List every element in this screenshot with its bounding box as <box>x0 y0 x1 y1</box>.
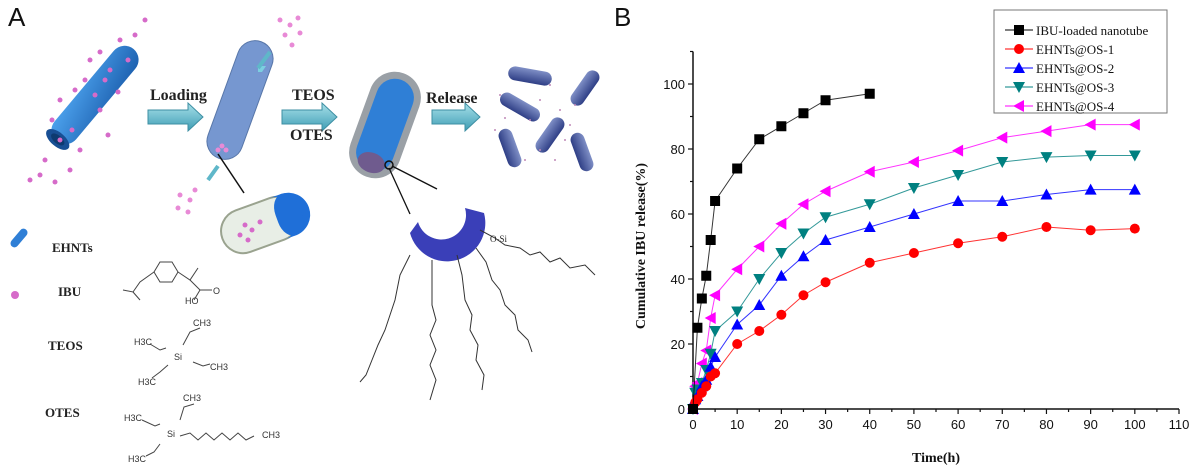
coated-nanotube-icon <box>349 71 438 215</box>
legend-label: EHNTs@OS-3 <box>1036 80 1114 95</box>
legend-item: EHNTs@OS-2 <box>1005 61 1114 76</box>
otes-ch3-label-2: CH3 <box>262 430 280 440</box>
series-ibu-loaded-nanotube <box>688 88 875 414</box>
panel-b-label: B <box>614 2 632 32</box>
panel-a-label: A <box>8 2 26 32</box>
y-tick-label: 60 <box>671 207 685 222</box>
y-axis-label: Cumulative IBU release(%) <box>634 163 649 329</box>
y-tick-label: 20 <box>671 337 685 352</box>
x-tick-label: 60 <box>951 417 965 432</box>
legend-ibu-label: IBU <box>58 284 82 299</box>
x-tick-label: 10 <box>730 417 744 432</box>
legend-label: EHNTs@OS-2 <box>1036 61 1114 76</box>
legend-item: EHNTs@OS-4 <box>1005 99 1115 114</box>
x-tick-label: 30 <box>818 417 832 432</box>
ehnt-rod-icon <box>10 228 28 248</box>
x-tick-label: 40 <box>862 417 876 432</box>
teos-ch3-label: CH3 <box>193 318 211 328</box>
ibu-o-label: O <box>213 286 220 296</box>
otes-structure-icon <box>141 403 255 457</box>
chart-legend: IBU-loaded nanotubeEHNTs@OS-1EHNTs@OS-2E… <box>993 9 1168 114</box>
series-ehnts-os-3 <box>687 150 1141 415</box>
release-chart-panel: 0 10 20 30 40 50 60 70 80 90 100 110 0 20 40 60 80 100 Cu… <box>620 0 1194 470</box>
legend-item: EHNTs@OS-1 <box>1005 42 1114 57</box>
legend-label: EHNTs@OS-1 <box>1036 42 1114 57</box>
otes-ch3-label: CH3 <box>183 393 201 403</box>
teos-si-label: Si <box>174 352 182 362</box>
legend-item: EHNTs@OS-3 <box>1005 80 1114 95</box>
series-ehnts-os-1 <box>688 222 1140 414</box>
y-tick-label: 100 <box>663 77 685 92</box>
legend-teos-label: TEOS <box>48 338 83 353</box>
x-tick-label: 80 <box>1039 417 1053 432</box>
x-tick-label: 50 <box>907 417 921 432</box>
teos-h3c-label: H3C <box>134 337 153 347</box>
released-nanotubes-icon <box>494 66 600 172</box>
step-release-label: Release <box>426 90 478 107</box>
teos-ch3-label-2: CH3 <box>210 362 228 372</box>
series-ehnts-os-2 <box>687 183 1141 414</box>
x-tick-label: 110 <box>1169 417 1190 432</box>
nanotube-with-ibu-icon <box>27 17 148 185</box>
y-tick-label: 80 <box>671 142 685 157</box>
grafted-surface-icon: O-Si <box>359 208 596 401</box>
schematic-legend: EHNTs IBU TEOS OTES <box>10 228 93 420</box>
step-otes-label: OTES <box>290 127 333 144</box>
teos-h3c-label-2: H3C <box>138 377 157 387</box>
capsule-detail-icon <box>220 192 311 255</box>
ibu-dot-icon <box>11 291 19 299</box>
y-tick-label: 0 <box>678 402 685 417</box>
coating-arrow-icon <box>281 101 338 133</box>
chart-plot-area <box>687 88 1141 415</box>
x-tick-label: 70 <box>995 417 1009 432</box>
release-arrow-icon <box>431 101 481 133</box>
chart-axes: 0 10 20 30 40 50 60 70 80 90 100 110 0 20 40 60 80 100 <box>663 50 1190 432</box>
otes-h3c-label: H3C <box>124 413 143 423</box>
otes-h3c-label-2: H3C <box>128 454 147 464</box>
x-tick-label: 100 <box>1124 417 1146 432</box>
x-axis-label: Time(h) <box>912 451 960 466</box>
step-loading-label: Loading <box>150 87 207 104</box>
loading-arrow-icon <box>147 101 204 133</box>
otes-si-label: Si <box>167 429 175 439</box>
legend-otes-label: OTES <box>45 405 80 420</box>
ibu-structure-icon <box>122 261 212 301</box>
legend-ehnts-label: EHNTs <box>52 240 93 255</box>
legend-label: EHNTs@OS-4 <box>1036 99 1115 114</box>
x-tick-label: 0 <box>689 417 696 432</box>
x-tick-label: 90 <box>1083 417 1097 432</box>
legend-label: IBU-loaded nanotube <box>1036 23 1149 38</box>
grafted-group-label: O-Si <box>490 234 508 244</box>
schematic-panel: Loading TEOS OTES <box>10 15 600 464</box>
series-ehnts-os-4 <box>687 118 1140 415</box>
y-tick-label: 40 <box>671 272 685 287</box>
loaded-nanotube-icon <box>175 15 303 215</box>
ibu-oh-label: HO <box>185 296 199 306</box>
x-tick-label: 20 <box>774 417 788 432</box>
legend-item: IBU-loaded nanotube <box>1005 23 1149 38</box>
step-teos-label: TEOS <box>292 87 335 104</box>
teos-structure-icon <box>149 327 211 379</box>
